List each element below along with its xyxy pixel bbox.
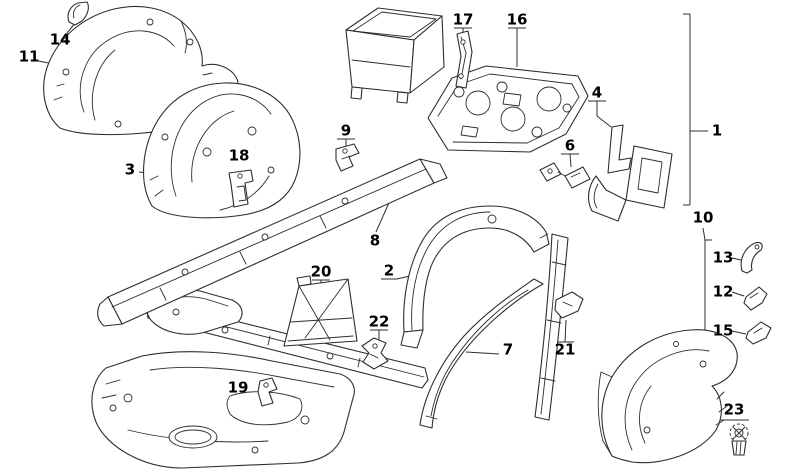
callout-17[interactable]: 17 bbox=[452, 10, 474, 29]
callout-21[interactable]: 21 bbox=[554, 340, 576, 359]
part-reinforcement-plate-17 bbox=[455, 30, 473, 89]
callout-23[interactable]: 23 bbox=[723, 400, 745, 419]
part-clip-22 bbox=[361, 337, 389, 370]
part-floor-panel-16 bbox=[427, 65, 589, 153]
callout-15[interactable]: 15 bbox=[712, 321, 734, 340]
callout-9[interactable]: 9 bbox=[340, 121, 352, 140]
callout-3[interactable]: 3 bbox=[124, 160, 136, 179]
part-clip-15 bbox=[745, 321, 772, 345]
callout-6[interactable]: 6 bbox=[564, 136, 576, 155]
part-clip-19 bbox=[257, 377, 278, 407]
callout-8[interactable]: 8 bbox=[369, 231, 381, 250]
part-arch-lip-7 bbox=[419, 278, 544, 429]
callout-4[interactable]: 4 bbox=[591, 83, 603, 102]
callout-16[interactable]: 16 bbox=[506, 10, 528, 29]
part-clamp-9 bbox=[335, 143, 360, 172]
part-hook-13 bbox=[740, 241, 763, 274]
part-sill-strip bbox=[534, 233, 569, 421]
callout-19[interactable]: 19 bbox=[227, 378, 249, 397]
callout-22[interactable]: 22 bbox=[368, 312, 390, 331]
part-wheel-arch-inner-2 bbox=[400, 205, 550, 349]
callout-18[interactable]: 18 bbox=[228, 146, 250, 165]
part-wheel-housing-3 bbox=[143, 82, 301, 219]
callout-20[interactable]: 20 bbox=[310, 262, 332, 281]
callout-11[interactable]: 11 bbox=[18, 47, 40, 66]
callout-7[interactable]: 7 bbox=[502, 340, 514, 359]
callout-10[interactable]: 10 bbox=[692, 208, 714, 227]
callout-13[interactable]: 13 bbox=[712, 248, 734, 267]
part-frame-rail-8 bbox=[97, 158, 448, 327]
push-nut-grommet-icon bbox=[729, 423, 749, 456]
callout-14[interactable]: 14 bbox=[49, 30, 71, 49]
part-bracket-18 bbox=[228, 169, 254, 208]
part-support-bracket-20 bbox=[283, 275, 358, 347]
leader-lines bbox=[37, 13, 749, 421]
part-wheel-arch-outer bbox=[597, 329, 738, 464]
callout-2[interactable]: 2 bbox=[383, 261, 395, 280]
part-battery-tray bbox=[345, 7, 445, 104]
part-bracket-21 bbox=[554, 291, 584, 319]
part-mount-bracket-4 bbox=[587, 124, 673, 222]
part-bracket-12 bbox=[743, 286, 768, 311]
part-bracket-14 bbox=[67, 1, 89, 26]
callout-1[interactable]: 1 bbox=[711, 121, 723, 140]
part-clamp-6 bbox=[539, 162, 591, 189]
callout-12[interactable]: 12 bbox=[712, 282, 734, 301]
part-floor-pan-19 bbox=[91, 351, 355, 469]
